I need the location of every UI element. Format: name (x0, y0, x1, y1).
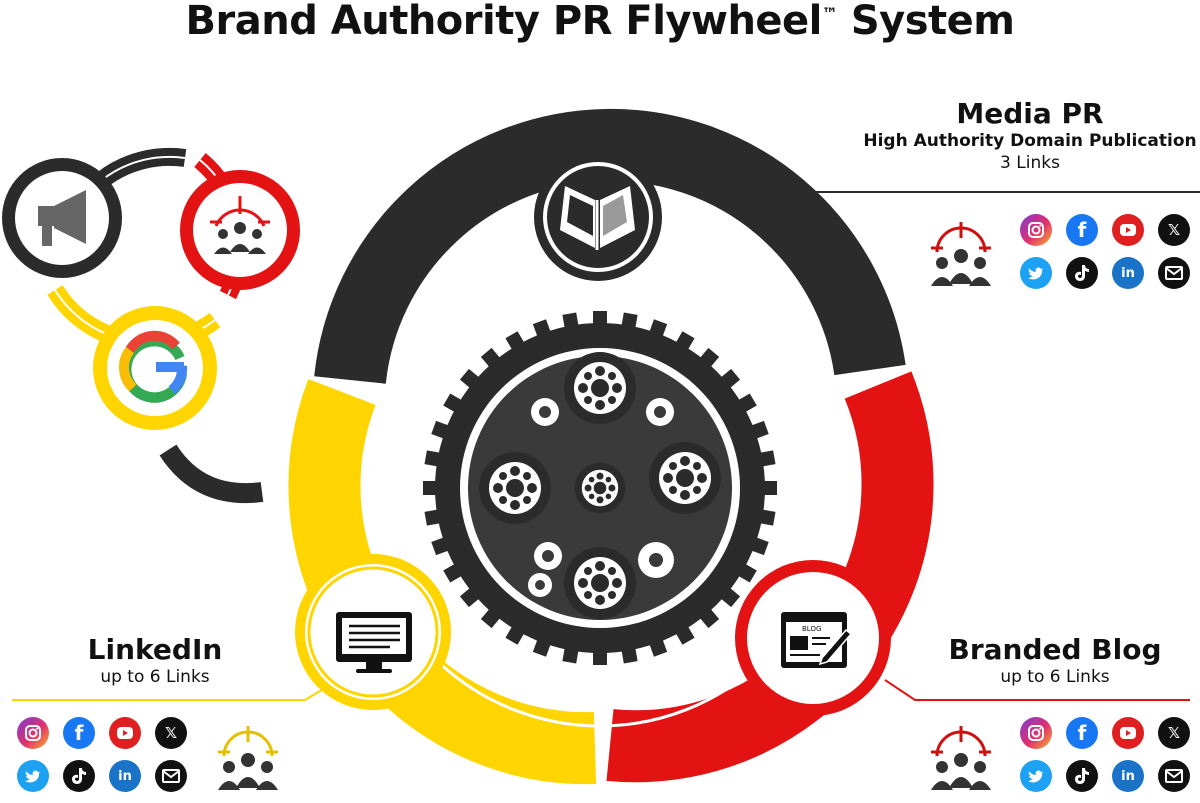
book-icon (560, 186, 635, 250)
instagram-icon[interactable] (1020, 214, 1052, 246)
title-main: Brand Authority PR Flywheel (185, 0, 823, 44)
blog-connector (884, 679, 1190, 701)
facebook-icon[interactable]: f (1066, 214, 1098, 246)
gear-tooth (734, 561, 757, 583)
mail-icon[interactable] (155, 760, 187, 792)
gear-tooth (647, 635, 668, 657)
media-pr-heading: Media PR (956, 97, 1104, 130)
x-icon[interactable]: 𝕏 (155, 717, 187, 749)
gear-tooth (647, 319, 668, 341)
youtube-icon[interactable] (1112, 717, 1144, 749)
gear-tooth (734, 393, 757, 415)
gear-tooth (423, 481, 441, 495)
audience-target-icon (931, 726, 991, 790)
gear-tooth (673, 331, 695, 354)
x-icon[interactable]: 𝕏 (1158, 214, 1190, 246)
gear-tooth (673, 622, 695, 645)
gear-tooth (431, 535, 453, 556)
audience-target-icon (218, 726, 278, 790)
audience-target-icon (210, 196, 270, 254)
gear-tooth (532, 635, 553, 657)
gear-tooth (696, 605, 720, 629)
gear-tooth (443, 393, 466, 415)
gear-tooth (459, 368, 483, 392)
gear-tooth (747, 535, 769, 556)
gear-cluster-icon (423, 311, 777, 665)
gear-tooth (431, 420, 453, 441)
gear-tooth (480, 347, 504, 371)
gear-tooth (459, 584, 483, 608)
linkedin-icon[interactable]: in (1112, 760, 1144, 792)
gear-tooth (505, 331, 527, 354)
media-pr-node (534, 153, 662, 281)
youtube-icon[interactable] (1112, 214, 1144, 246)
audience-target-node (180, 170, 300, 290)
facebook-icon[interactable]: f (63, 717, 95, 749)
blog-icon: BLOG (781, 612, 853, 668)
linkedin-label: LinkedIn up to 6 Links (60, 634, 250, 688)
linkedin-icon[interactable]: in (1112, 257, 1144, 289)
instagram-icon[interactable] (1020, 717, 1052, 749)
branded-blog-label: Branded Blog up to 6 Links (930, 634, 1180, 688)
gear-tooth (620, 643, 638, 664)
gear-tooth (717, 584, 741, 608)
gear-tooth (443, 561, 466, 583)
branded-blog-node: BLOG (735, 560, 891, 716)
title-tail: System (837, 0, 1015, 44)
linkedin-heading: LinkedIn (87, 633, 223, 666)
gear-tooth (717, 368, 741, 392)
twitter-icon[interactable] (1020, 760, 1052, 792)
google-node (93, 306, 217, 430)
twitter-icon[interactable] (17, 760, 49, 792)
mail-icon[interactable] (1158, 760, 1190, 792)
twitter-icon[interactable] (1020, 257, 1052, 289)
mail-icon[interactable] (1158, 257, 1190, 289)
linkedin-icon[interactable]: in (109, 760, 141, 792)
gear-tooth (424, 508, 445, 526)
megaphone-node (2, 158, 122, 278)
youtube-icon[interactable] (109, 717, 141, 749)
blog-icon-label: BLOG (802, 625, 821, 633)
gear-tooth (562, 643, 580, 664)
x-icon[interactable]: 𝕏 (1158, 717, 1190, 749)
gear-tooth (562, 312, 580, 333)
audience-target-icon (931, 222, 991, 286)
media-pr-label: Media PR High Authority Domain Publicati… (860, 98, 1200, 174)
monitor-icon (336, 612, 412, 673)
gear-tooth (696, 347, 720, 371)
tiktok-icon[interactable] (63, 760, 95, 792)
tiktok-icon[interactable] (1066, 257, 1098, 289)
mini-flywheel (2, 147, 300, 503)
media-pr-subheading: High Authority Domain Publication (863, 131, 1197, 151)
megaphone-icon (38, 190, 86, 246)
facebook-icon[interactable]: f (1066, 717, 1098, 749)
branded-blog-links: up to 6 Links (1000, 667, 1110, 687)
linkedin-links: up to 6 Links (100, 667, 210, 687)
instagram-icon[interactable] (17, 717, 49, 749)
gear-tooth (505, 622, 527, 645)
tiktok-icon[interactable] (1066, 760, 1098, 792)
gear-tooth (755, 508, 776, 526)
linkedin-node (295, 554, 451, 710)
ring-segment-media (314, 108, 906, 384)
trademark-mark: ™ (821, 4, 838, 23)
branded-blog-heading: Branded Blog (948, 633, 1162, 666)
page-title: Brand Authority PR Flywheel™ System (0, 0, 1200, 44)
gear-tooth (424, 450, 445, 468)
gear-tooth (480, 605, 504, 629)
gear-tooth (593, 311, 607, 329)
gear-tooth (755, 450, 776, 468)
gear-tooth (532, 319, 553, 341)
gear-tooth (759, 481, 777, 495)
gear-tooth (620, 312, 638, 333)
google-icon (119, 330, 188, 403)
gear-tooth (593, 647, 607, 665)
media-pr-links: 3 Links (1000, 153, 1060, 173)
gear-tooth (747, 420, 769, 441)
